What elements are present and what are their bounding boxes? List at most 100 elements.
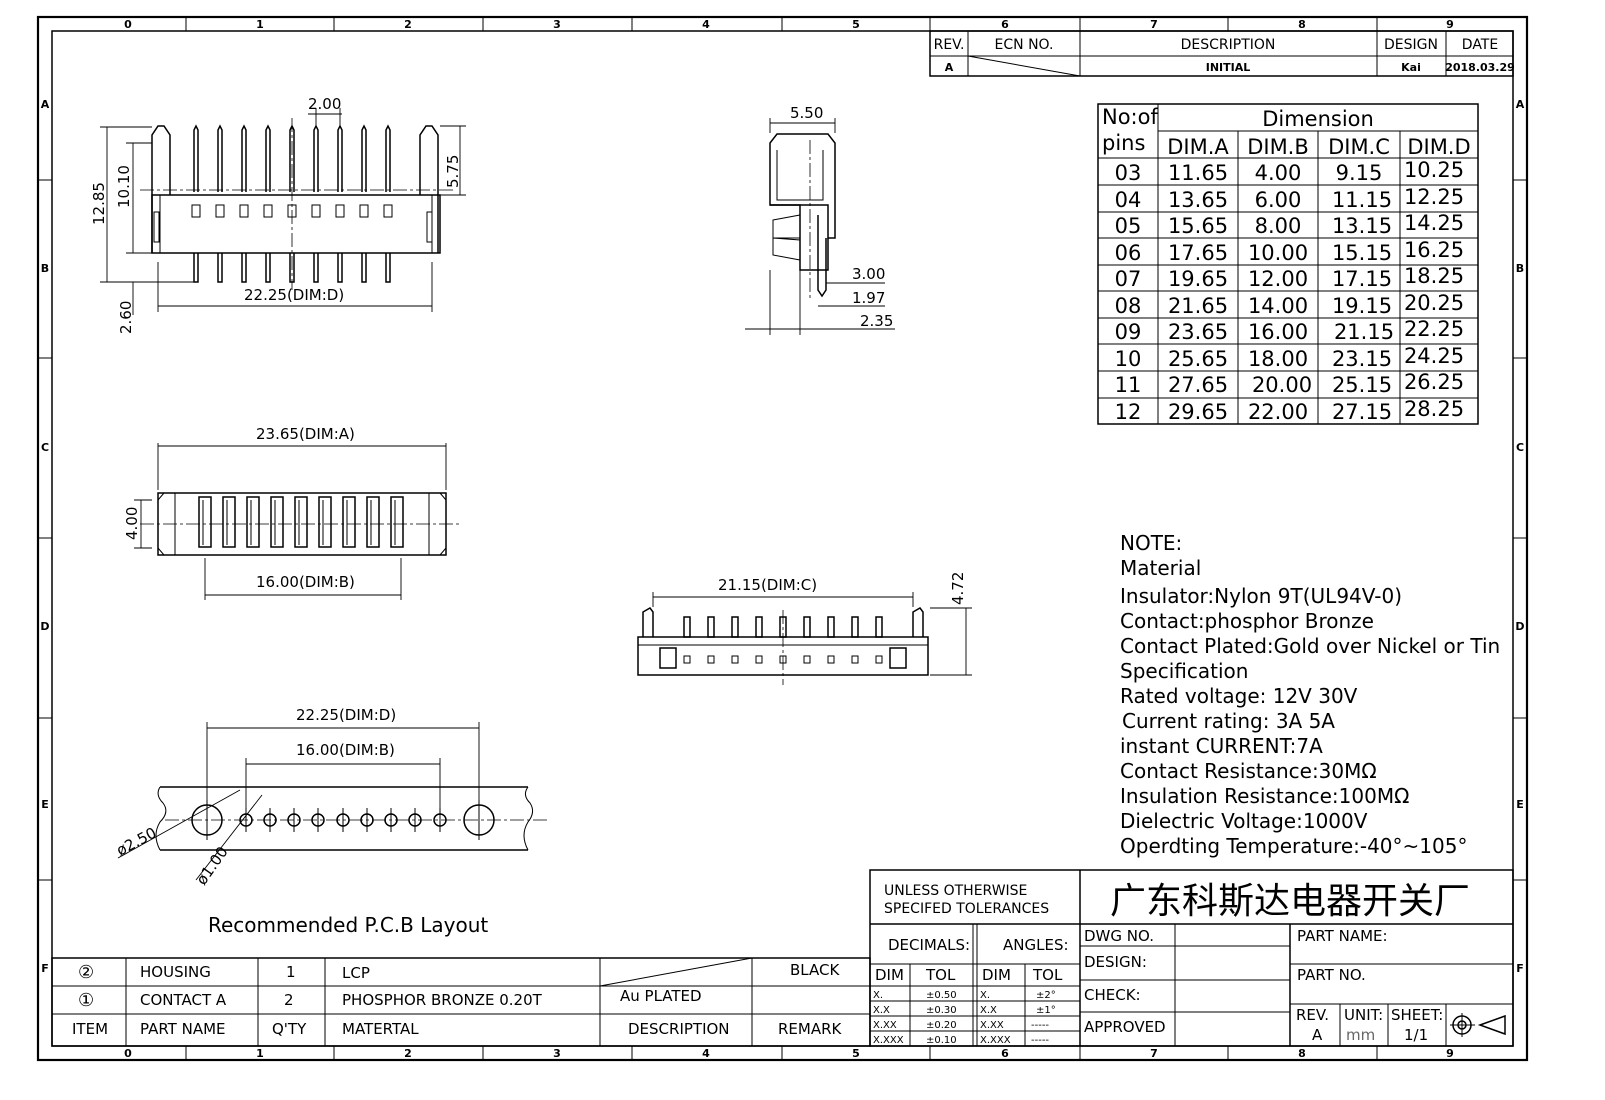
bom-material: PHOSPHOR BRONZE 0.20T (342, 991, 543, 1009)
table-cell: 28.25 (1404, 397, 1464, 421)
table-cell: 27.15 (1332, 400, 1392, 424)
table-cell: 25.65 (1168, 347, 1228, 371)
dim-front-height: 4.72 (949, 572, 967, 605)
ang-row-tol: ±1° (1036, 1005, 1056, 1016)
dim-top-height-body: 10.10 (115, 165, 133, 208)
note-line: Insulation Resistance:100MΩ (1120, 784, 1409, 808)
frame-row-b-left: B (41, 262, 49, 275)
dec-row-tol: ±0.20 (926, 1020, 957, 1031)
table-cell: 08 (1115, 294, 1142, 318)
frame-col-7-top: 7 (1150, 18, 1158, 31)
frame-col-1-top: 1 (256, 18, 264, 31)
frame-col-3-top: 3 (553, 18, 561, 31)
table-cell: 17.15 (1332, 267, 1392, 291)
notes-block: NOTE: Material Insulator:Nylon 9T(UL94V-… (1120, 531, 1500, 858)
table-cell: 03 (1115, 161, 1142, 185)
frame-col-6-top: 6 (1001, 18, 1009, 31)
dec-dim-header: DIM (875, 966, 904, 984)
table-cell: 16.25 (1404, 238, 1464, 262)
bom-item: ① (78, 990, 94, 1011)
table-cell: 11.65 (1168, 161, 1228, 185)
frame-row-b-right: B (1516, 262, 1524, 275)
table-row: 07 19.65 12.00 17.15 18.25 (1115, 264, 1464, 291)
rev-design-value: Kai (1401, 61, 1421, 74)
dim-top-pin-tail: 2.60 (117, 301, 135, 334)
sheet-label: SHEET: (1391, 1006, 1443, 1024)
frame-col-9-top: 9 (1446, 18, 1454, 31)
dim-pcb-dim-b: 16.00(DIM:B) (296, 741, 395, 759)
note-line: Dielectric Voltage:1000V (1120, 809, 1368, 833)
table-cell: 26.25 (1404, 370, 1464, 394)
dim-side-d1: 3.00 (852, 265, 885, 283)
dim-pcb-dim-d: 22.25(DIM:D) (296, 706, 396, 724)
table-row: 11 27.65 20.00 25.15 26.25 (1115, 370, 1464, 397)
ang-row-dim: X.X (980, 1005, 997, 1016)
table-cell: 12.00 (1248, 267, 1308, 291)
ang-row-tol: ----- (1031, 1020, 1049, 1031)
table-cell: 22.25 (1404, 317, 1464, 341)
dim-pcb-big-hole: ø2.50 (113, 824, 159, 860)
company-name: 广东科斯达电器开关厂 (1110, 881, 1470, 922)
part-no-label: PART NO. (1297, 966, 1366, 984)
rev-date-value: 2018.03.29 (1445, 61, 1515, 74)
bom-qty: 2 (284, 991, 294, 1009)
tol-line2: SPECIFED TOLERANCES (884, 901, 1049, 917)
bom-part-name: CONTACT A (140, 991, 227, 1009)
note-line: Contact:phosphor Bronze (1120, 609, 1374, 633)
note-line: Insulator:Nylon 9T(UL94V-0) (1120, 584, 1402, 608)
tol-line1: UNLESS OTHERWISE (884, 883, 1027, 899)
table-cell: 25.15 (1332, 373, 1392, 397)
pcb-layout-view: 22.25(DIM:D) 16.00(DIM:B) ø2.50 ø1.00 Re… (113, 706, 550, 937)
ang-row-dim: X.XXX (980, 1035, 1011, 1046)
dwg-no-label: DWG NO. (1084, 927, 1154, 945)
table-cell: 04 (1115, 188, 1142, 212)
note-line: Rated voltage: 12V 30V (1120, 684, 1358, 708)
note-line: Operdting Temperature:-40°~105° (1120, 834, 1467, 858)
dec-row-tol: ±0.50 (926, 990, 957, 1001)
dec-row-dim: X.XXX (873, 1035, 904, 1046)
frame-row-a-right: A (1516, 98, 1525, 111)
note-line: Material (1120, 556, 1201, 580)
table-col-dim-b: DIM.B (1247, 135, 1309, 159)
rev-header-description: DESCRIPTION (1181, 37, 1276, 53)
dim-side-width: 5.50 (790, 104, 823, 122)
bom-remark: BLACK (790, 961, 840, 979)
dim-top-pitch: 2.00 (308, 95, 341, 113)
table-cell: 17.65 (1168, 241, 1228, 265)
rev-value: A (945, 61, 954, 74)
table-cell: 20.00 (1252, 373, 1312, 397)
table-cell: 05 (1115, 214, 1142, 238)
ang-row-tol: ±2° (1036, 990, 1056, 1001)
dim-side-d2: 1.97 (852, 289, 885, 307)
note-line: Contact Resistance:30MΩ (1120, 759, 1377, 783)
table-cell: 19.65 (1168, 267, 1228, 291)
table-row: 08 21.65 14.00 19.15 20.25 (1115, 291, 1464, 318)
dec-tol-header: TOL (925, 966, 956, 984)
table-row: 04 13.65 6.00 11.15 12.25 (1115, 185, 1464, 212)
sheet-value: 1/1 (1404, 1026, 1428, 1044)
frame-row-d-left: D (40, 620, 49, 633)
table-cell: 09 (1115, 320, 1142, 344)
frame-col-8-top: 8 (1298, 18, 1306, 31)
frame-col-7-bottom: 7 (1150, 1047, 1158, 1060)
dim-side-d3: 2.35 (860, 312, 893, 330)
frame-row-a-left: A (41, 98, 50, 111)
table-cell: 9.15 (1336, 161, 1383, 185)
table-cell: 18.00 (1248, 347, 1308, 371)
ang-dim-header: DIM (982, 966, 1011, 984)
frame-col-5-top: 5 (852, 18, 860, 31)
note-line: NOTE: (1120, 531, 1182, 555)
frame-row-f-right: F (1516, 962, 1524, 975)
dim-top-height-total: 12.85 (90, 182, 108, 225)
table-cell: 15.15 (1332, 241, 1392, 265)
frame-col-2-bottom: 2 (404, 1047, 412, 1060)
dec-row-dim: X. (873, 990, 883, 1001)
dec-row-tol: ±0.30 (926, 1005, 957, 1016)
table-cell: 23.65 (1168, 320, 1228, 344)
frame-row-e-left: E (41, 798, 49, 811)
dim-bottom-dim-a: 23.65(DIM:A) (256, 425, 355, 443)
table-cell: 29.65 (1168, 400, 1228, 424)
table-corner-line1: No:of (1102, 105, 1158, 129)
table-cell: 6.00 (1255, 188, 1302, 212)
table-corner-line2: pins (1102, 131, 1145, 155)
